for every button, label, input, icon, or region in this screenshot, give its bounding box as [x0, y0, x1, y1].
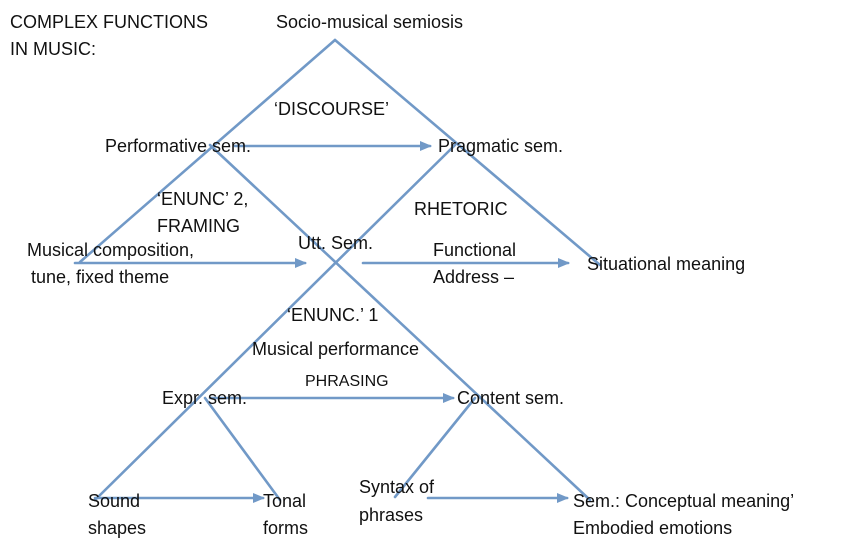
node-sound-shapes-line1: Sound — [88, 491, 141, 511]
node-performative-sem: Performative sem. — [105, 136, 252, 156]
edge-apex-left — [78, 38, 337, 264]
edge-content-syntax — [393, 396, 477, 499]
edge-apex-right — [333, 38, 602, 267]
node-embodied-emotions: Embodied emotions — [573, 518, 733, 538]
relation-musical-performance: Musical performance — [252, 339, 420, 359]
edge-pragmatic-expr — [93, 143, 457, 502]
relation-phrasing: PHRASING — [305, 373, 389, 390]
relation-framing: FRAMING — [157, 216, 240, 236]
relation-enunc-1: ‘ENUNC.’ 1 — [287, 305, 379, 325]
relation-functional: Functional — [433, 240, 517, 260]
node-conceptual-meaning: Sem.: Conceptual meaning’ — [573, 491, 795, 511]
node-sound-shapes-line2: shapes — [88, 518, 147, 538]
edge-expr-tonal — [203, 396, 282, 502]
edge-performative-content — [208, 143, 592, 502]
node-tonal-forms-line2: forms — [263, 518, 308, 538]
diagram-title-line2: IN MUSIC: — [10, 39, 97, 59]
node-syntax-of-phrases-line2: phrases — [359, 505, 424, 525]
relation-discourse: ‘DISCOURSE’ — [274, 99, 390, 119]
node-musical-composition-line1: Musical composition, — [27, 240, 195, 260]
relation-rhetoric: RHETORIC — [414, 199, 508, 219]
node-musical-composition-line2: tune, fixed theme — [31, 267, 170, 287]
relation-enunc-2: ‘ENUNC’ 2, — [157, 189, 249, 209]
node-content-sem: Content sem. — [457, 388, 565, 408]
node-socio-musical-semiosis: Socio-musical semiosis — [276, 12, 464, 32]
node-syntax-of-phrases-line1: Syntax of — [359, 477, 435, 497]
relation-address: Address – — [433, 267, 515, 287]
node-utt-sem: Utt. Sem. — [298, 233, 374, 253]
node-expr-sem: Expr. sem. — [162, 388, 248, 408]
diagram-title-line1: COMPLEX FUNCTIONS — [10, 12, 209, 32]
node-pragmatic-sem: Pragmatic sem. — [438, 136, 564, 156]
node-situational-meaning: Situational meaning — [587, 254, 746, 274]
node-tonal-forms-line1: Tonal — [263, 491, 307, 511]
